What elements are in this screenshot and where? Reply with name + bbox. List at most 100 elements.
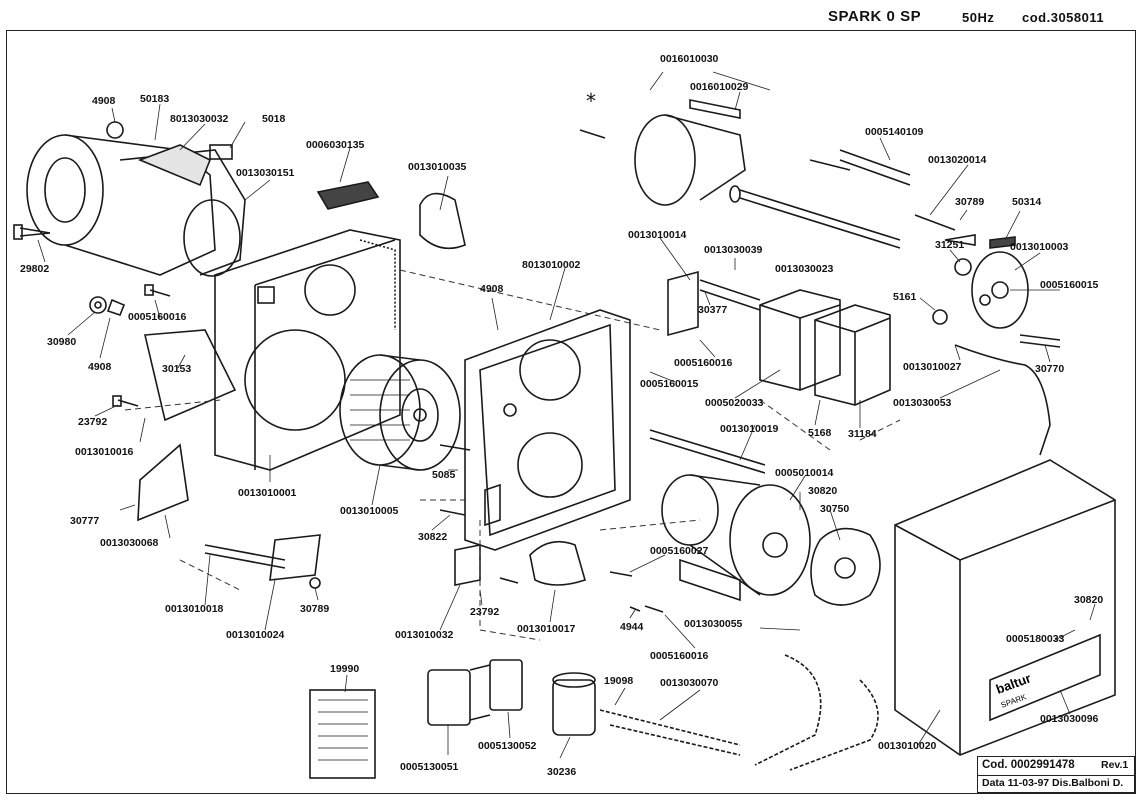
- part-number-label: 50183: [140, 93, 169, 105]
- pump: [810, 527, 881, 606]
- frequency-label: 50Hz: [962, 10, 995, 25]
- tag-50314: [989, 236, 1016, 249]
- screws-left: [13, 224, 171, 407]
- part-number-label: 0005160016: [650, 650, 709, 662]
- part-number-label: 30377: [698, 304, 727, 316]
- bracket-5085: [484, 483, 501, 527]
- transformer: [814, 304, 891, 406]
- nut-5161: [932, 309, 948, 325]
- part-number-label: 0013010001: [238, 487, 297, 499]
- part-number-label: 0005160016: [128, 311, 187, 323]
- motor: [661, 474, 811, 602]
- part-number-label: 0005130052: [478, 740, 537, 752]
- part-number-label: 30820: [808, 485, 837, 497]
- part-number-label: 0005010014: [775, 467, 834, 479]
- part-number-label: 30820: [1074, 594, 1103, 606]
- hose-2: [754, 654, 822, 766]
- oil-filter: [552, 672, 596, 736]
- part-number-label: 5168: [808, 427, 832, 439]
- part-number-label: 31251: [935, 239, 964, 251]
- part-number-label: 0013010005: [340, 505, 399, 517]
- part-number-label: 50314: [1012, 196, 1041, 208]
- connector-30770: [1019, 334, 1061, 348]
- part-number-label: 0013020014: [928, 154, 987, 166]
- flange-blast-tube: [26, 121, 246, 277]
- drive-shaft: [649, 429, 766, 474]
- callout-marker: *: [586, 89, 596, 113]
- pin-0039: [699, 279, 761, 311]
- part-number-label: 0013010017: [517, 623, 576, 635]
- drawing-frame: [6, 30, 1136, 794]
- part-number-label: 0013030068: [100, 537, 159, 549]
- part-number-label: 0013030023: [775, 263, 834, 275]
- title-block-date: Data 11-03-97 Dis.Balboni D.: [982, 777, 1124, 789]
- electrode-assembly: [579, 99, 901, 249]
- part-number-label: 8013030032: [170, 113, 229, 125]
- hose-1: [599, 709, 741, 756]
- part-number-label: 0005180033: [1006, 633, 1065, 645]
- part-number-label: 30153: [162, 363, 191, 375]
- part-number-label: 30777: [70, 515, 99, 527]
- part-number-label: 30789: [955, 196, 984, 208]
- part-number-label: 23792: [470, 606, 499, 618]
- part-number-label: 0013010032: [395, 629, 454, 641]
- spring: [914, 214, 956, 231]
- clamp: [529, 540, 586, 586]
- plate-0024: [269, 534, 321, 581]
- nameplate-brand: baltur: [994, 670, 1033, 696]
- part-number-label: 0013030055: [684, 618, 743, 630]
- part-number-label: 0013010016: [75, 446, 134, 458]
- small-tab: [944, 234, 976, 246]
- part-number-label: 5018: [262, 113, 286, 125]
- part-number-label: 30750: [820, 503, 849, 515]
- model-title: SPARK 0 SP: [828, 8, 922, 25]
- part-number-label: 0013010018: [165, 603, 224, 615]
- part-number-label: 0005140109: [865, 126, 924, 138]
- part-number-label: 31184: [848, 428, 877, 440]
- part-number-label: 29802: [20, 263, 49, 275]
- assembly-lines: [124, 269, 901, 641]
- part-number-label: 0013030053: [893, 397, 952, 409]
- electrodes: [809, 149, 911, 186]
- part-number-label: 0005160027: [650, 545, 709, 557]
- wiring-card: [309, 689, 376, 779]
- burner-cover: [894, 459, 1116, 756]
- part-number-label: 30770: [1035, 363, 1064, 375]
- part-number-label: 30236: [547, 766, 576, 778]
- part-number-label: 30980: [47, 336, 76, 348]
- bracket-left: [137, 443, 189, 522]
- part-number-label: 0013030039: [704, 244, 763, 256]
- part-number-label: 0013010003: [1010, 241, 1069, 253]
- title-block: Cod. 0002991478 Rev.1 Data 11-03-97 Dis.…: [977, 756, 1135, 793]
- part-number-label: 4908: [92, 95, 116, 107]
- ignition-cable: [954, 344, 1051, 456]
- part-number-label: 0013010020: [878, 740, 937, 752]
- part-number-label: 19098: [604, 675, 633, 687]
- part-number-label: 5161: [893, 291, 917, 303]
- title-block-code: Cod. 0002991478: [982, 759, 1075, 771]
- part-number-label: 4944: [620, 621, 644, 633]
- title-block-revision: Rev.1: [1101, 759, 1129, 771]
- part-number-label: 23792: [78, 416, 107, 428]
- part-number-label: 8013010002: [522, 259, 581, 271]
- part-number-label: 0006030135: [306, 139, 365, 151]
- part-number-label: 0013010035: [408, 161, 467, 173]
- fan-housing: [214, 229, 401, 471]
- part-number-label: 0016010030: [660, 53, 719, 65]
- terminal-blocks: [427, 659, 523, 726]
- part-number-label: 0016010029: [690, 81, 749, 93]
- part-number-label: 0013010019: [720, 423, 779, 435]
- part-number-label: 0005160015: [1040, 279, 1099, 291]
- control-box: [759, 289, 841, 391]
- part-number-label: 0005020033: [705, 397, 764, 409]
- part-number-label: 4908: [88, 361, 112, 373]
- cover-piece: [419, 192, 466, 250]
- part-number-label: 0005130051: [400, 761, 459, 773]
- plate-left: [144, 329, 237, 422]
- bracket-0014: [667, 270, 699, 337]
- hose-3: [789, 679, 879, 771]
- part-number-label: 0013010014: [628, 229, 687, 241]
